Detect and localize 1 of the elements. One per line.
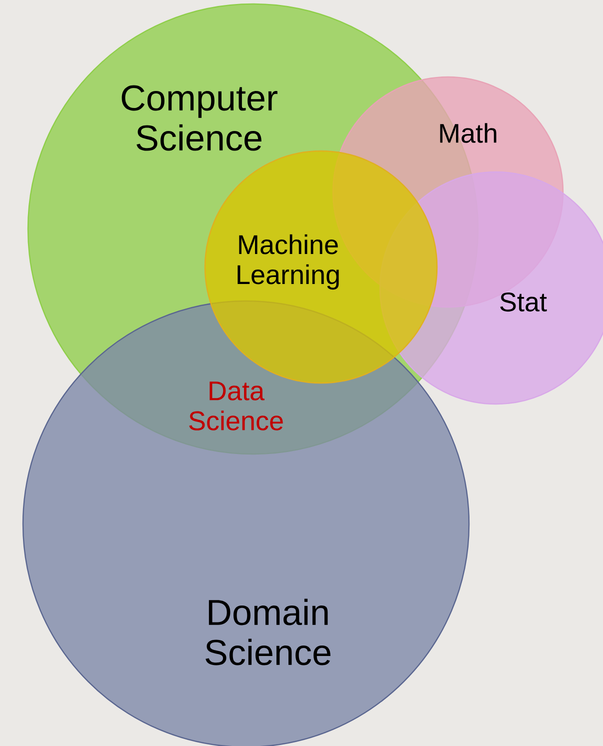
overlap-label: Data Science — [189, 382, 283, 430]
